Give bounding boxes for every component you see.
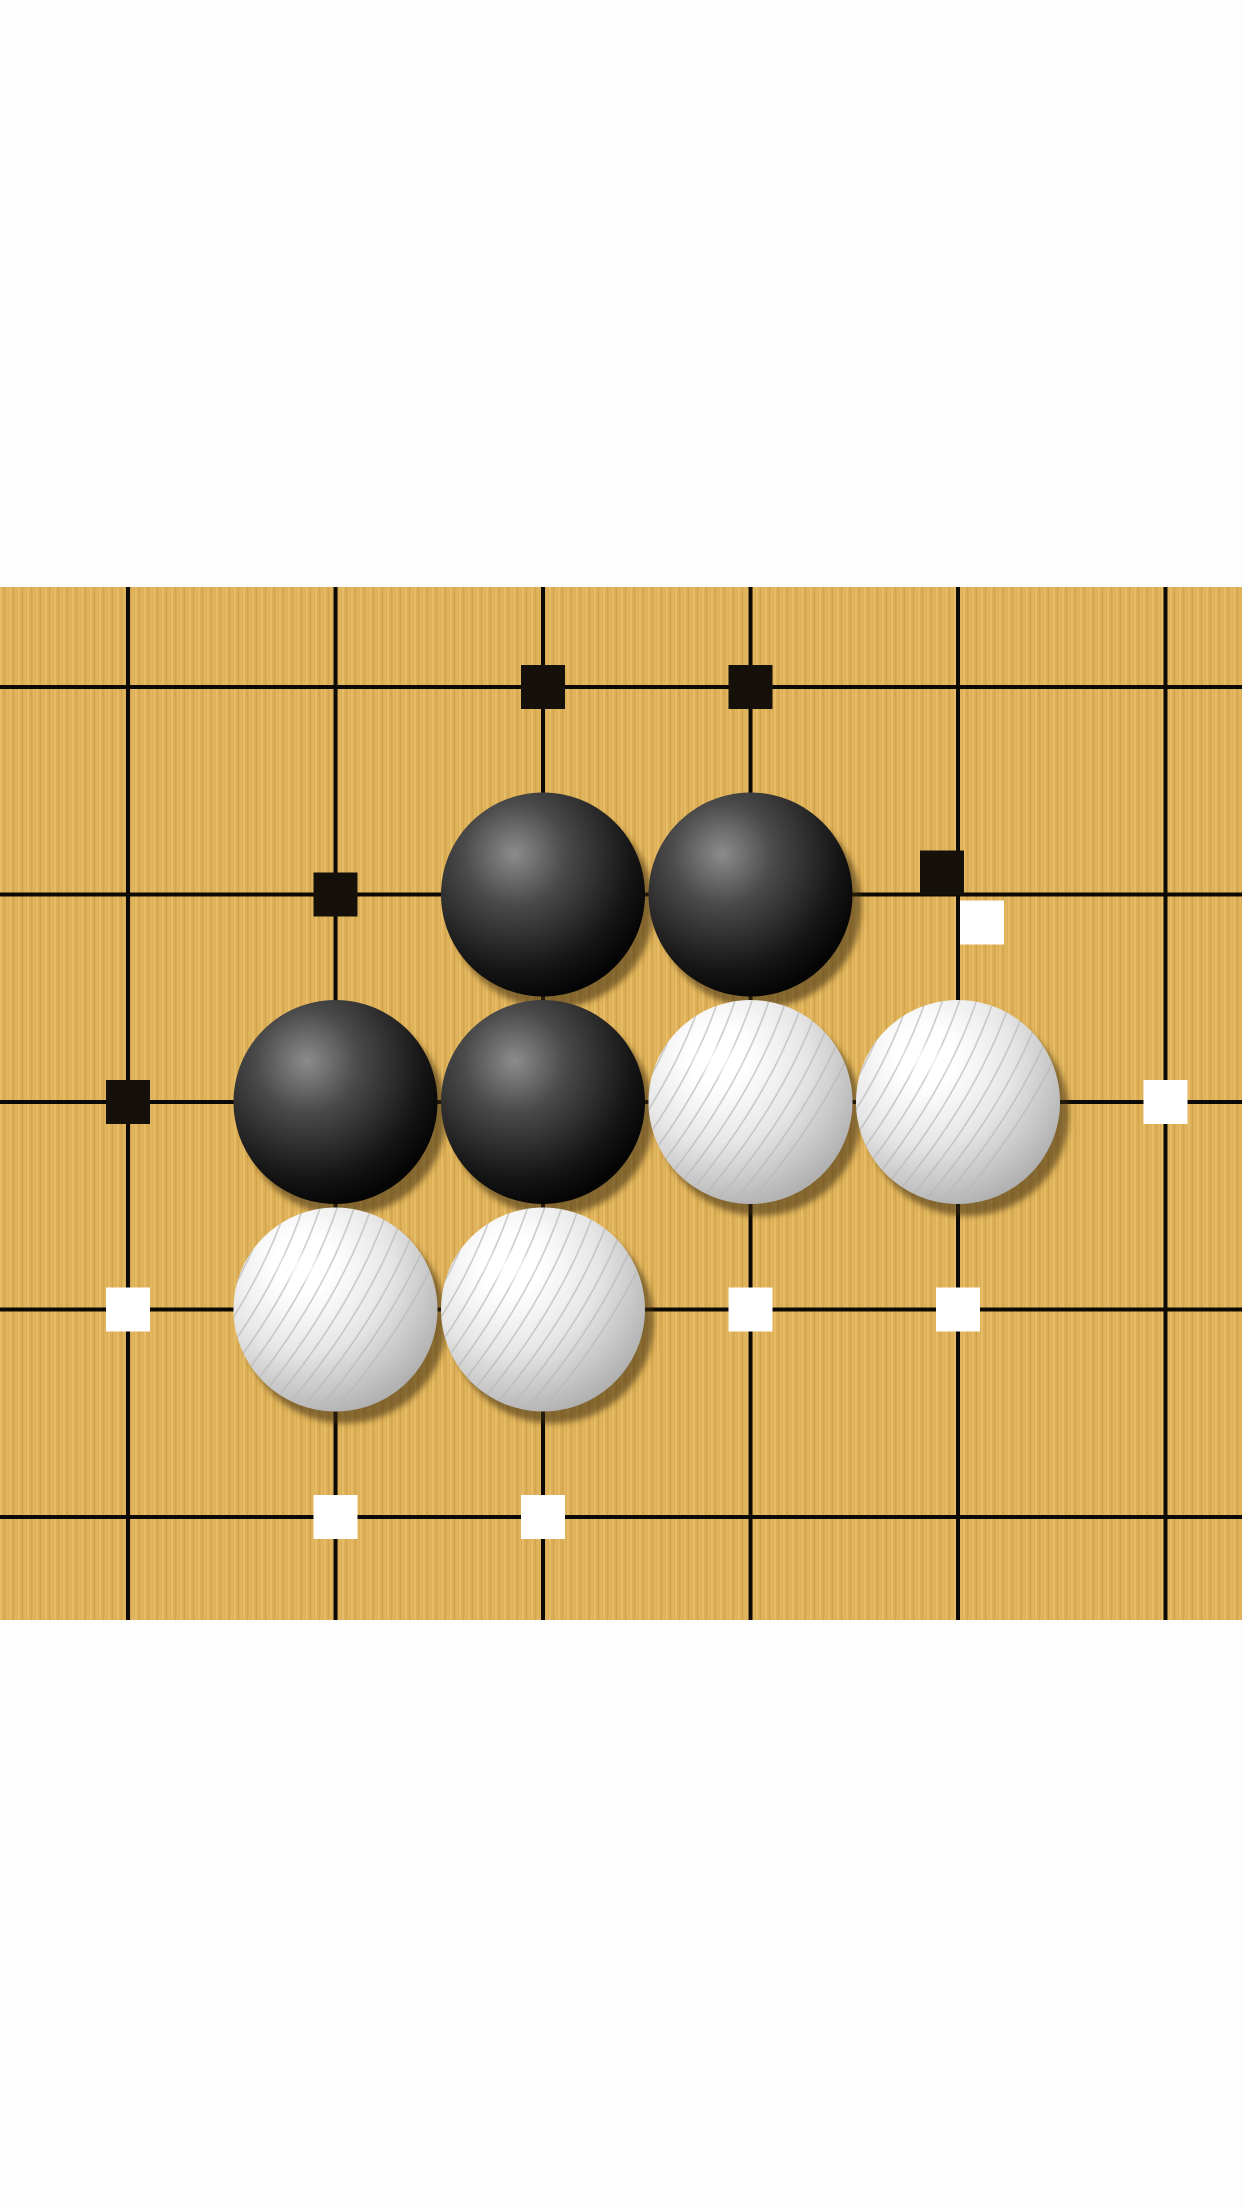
black-square-marker — [920, 850, 964, 895]
black-square-marker — [521, 665, 565, 709]
white-square-marker — [960, 900, 1004, 945]
white-stone[interactable] — [112, 1188, 463, 1432]
white-square-marker — [936, 1287, 980, 1332]
black-stone[interactable] — [648, 792, 862, 1009]
go-board-canvas[interactable] — [0, 587, 1242, 1620]
black-stone[interactable] — [441, 792, 654, 1009]
white-square-marker — [728, 1287, 773, 1332]
white-square-marker — [313, 1495, 358, 1539]
black-stone[interactable] — [233, 1000, 447, 1216]
white-square-marker — [106, 1287, 150, 1332]
black-square-marker — [313, 872, 358, 917]
black-square-marker — [728, 665, 773, 709]
stones-layer — [112, 792, 1069, 1432]
white-square-marker — [1143, 1080, 1188, 1124]
go-board[interactable] — [0, 587, 1242, 1620]
white-square-marker — [521, 1495, 565, 1539]
white-stone[interactable] — [319, 1188, 670, 1432]
black-square-marker — [106, 1080, 150, 1124]
markers-layer — [106, 665, 1188, 1539]
black-stone[interactable] — [441, 1000, 654, 1216]
